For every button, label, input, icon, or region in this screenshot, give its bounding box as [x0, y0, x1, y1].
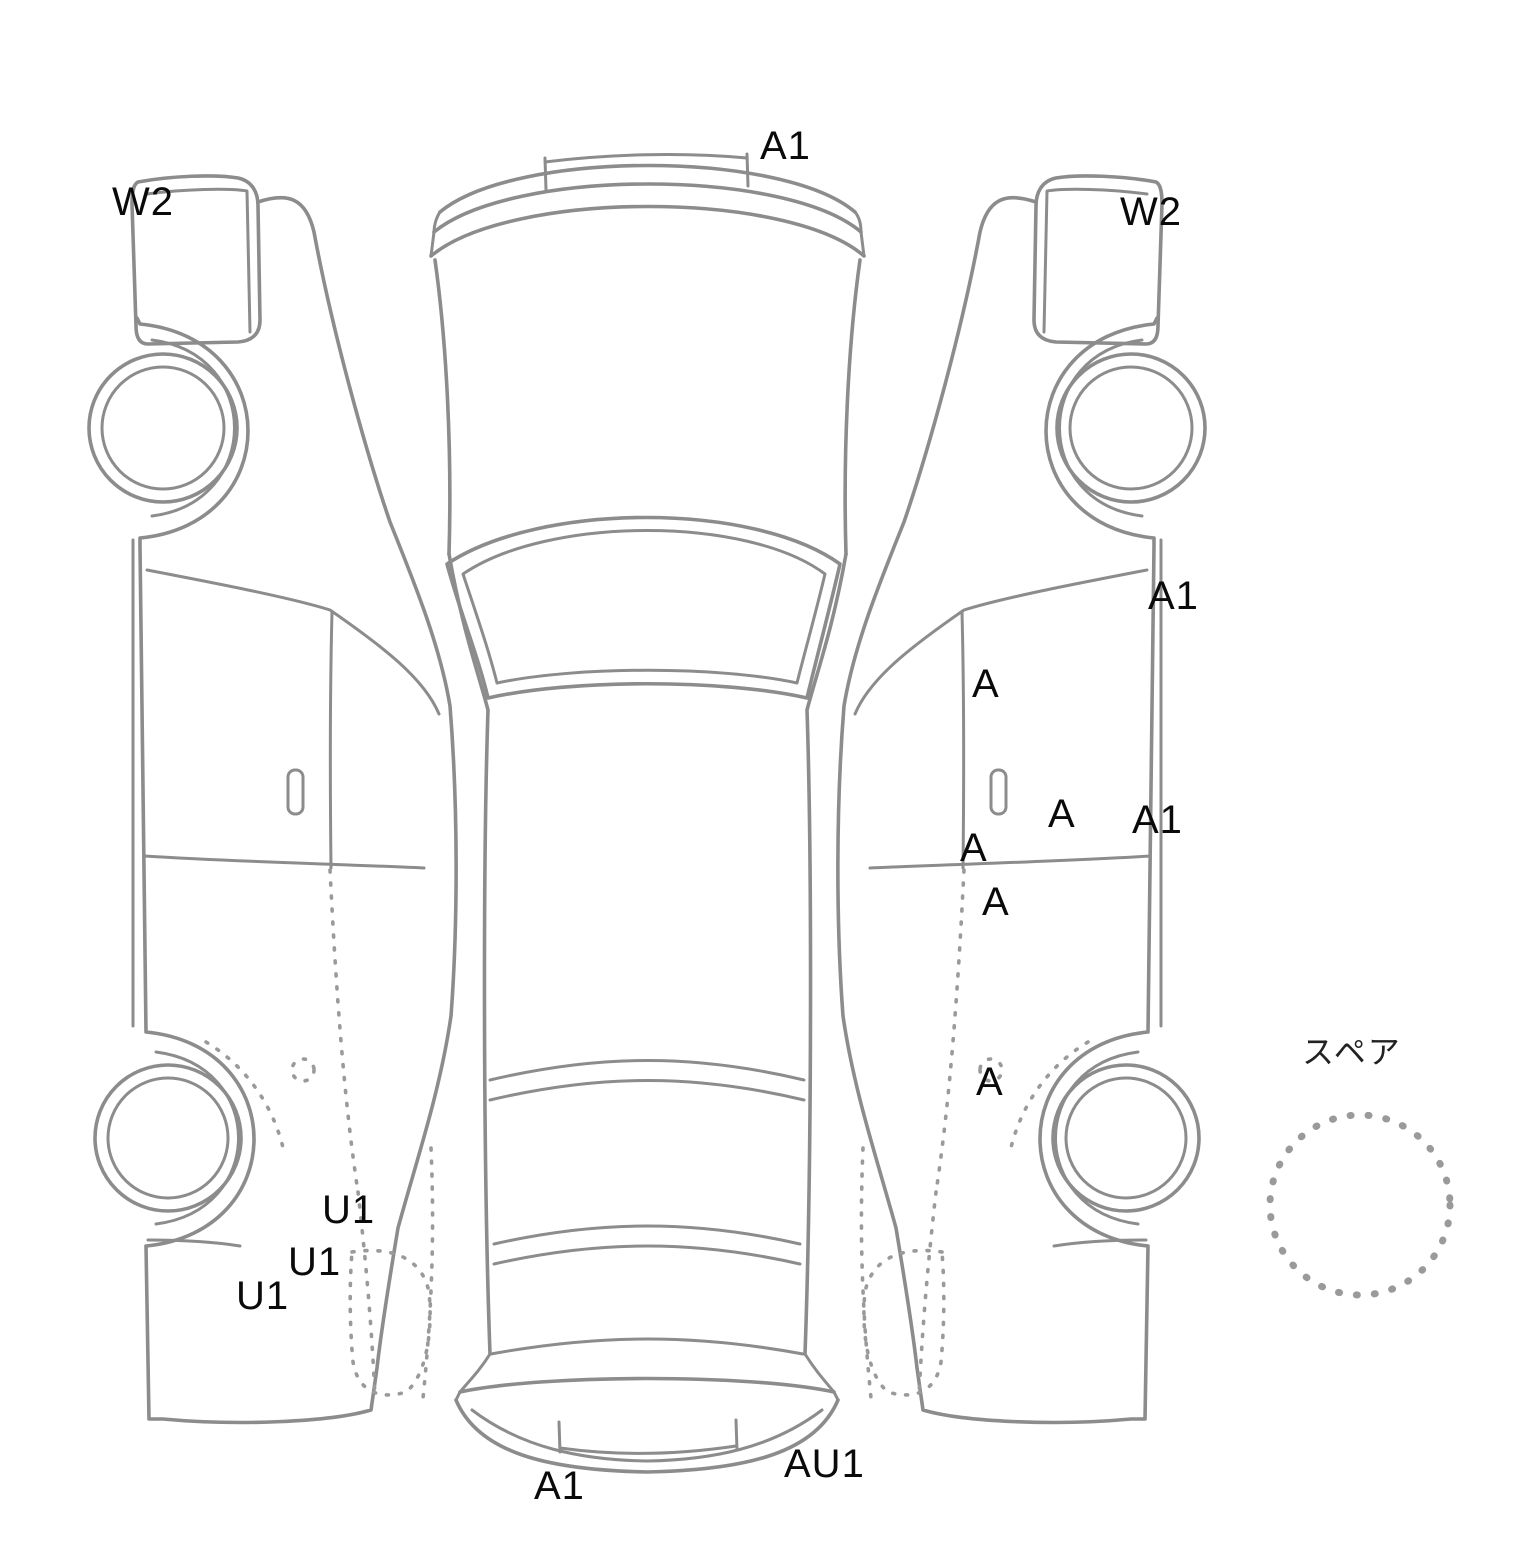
front-bumper-lower-arc	[429, 204, 866, 258]
rear-door-seam-dotted	[328, 868, 360, 1194]
quarter-panel-dotted-zone	[348, 1248, 432, 1397]
spare-tire-label: スペア	[1302, 1034, 1402, 1070]
door-handle	[286, 768, 305, 816]
rear-bumper-top-arc	[458, 1376, 836, 1394]
right-fender-line	[843, 258, 862, 556]
rear-wheel-arch	[154, 1050, 240, 1226]
damage-code-a1-rocker-upper: A1	[1148, 574, 1199, 618]
damage-code-a-door-belt: A	[960, 826, 988, 870]
front-bumper-inner-line	[145, 187, 252, 334]
rear-bumper-outer-arc	[454, 1398, 840, 1474]
front-bumper-end-left	[429, 210, 442, 258]
damage-code-w2-right: W2	[1120, 190, 1182, 234]
damage-code-w2-left: W2	[112, 180, 174, 224]
front-wheel-arch	[150, 338, 236, 518]
rear-bumper-inner-arc	[470, 1408, 824, 1463]
rear-wheel	[93, 1063, 243, 1213]
damage-code-a-door-upper: A	[972, 662, 1000, 706]
rear-wheel-rim	[106, 1076, 230, 1200]
side-body-outline	[135, 195, 458, 1425]
front-bumper-side	[130, 174, 262, 346]
damage-code-a1-rocker-mid: A1	[1132, 798, 1183, 842]
front-wheel-rim	[100, 365, 226, 491]
fender-door-seam	[145, 568, 441, 716]
front-bumper-mid-arc	[432, 182, 863, 234]
rear-plate-arc	[558, 1444, 738, 1455]
top-view	[429, 152, 866, 1474]
front-grille-arc	[543, 153, 749, 164]
damage-code-u1-quarter-mid: U1	[288, 1240, 342, 1284]
rear-window-top-line	[488, 1079, 806, 1102]
windshield-inner-line	[461, 529, 827, 685]
arch-dotted-line	[204, 1040, 286, 1154]
windshield-outline	[445, 515, 842, 700]
damage-code-a-door-lower: A	[982, 880, 1010, 924]
front-wheel	[87, 352, 239, 504]
quarter-seam-dotted	[356, 1190, 377, 1400]
top-view-left-side	[447, 552, 492, 1356]
damage-code-u1-quarter-upper: U1	[322, 1188, 376, 1232]
left-fender-line	[433, 258, 452, 556]
damage-code-a1-front-bumper: A1	[760, 124, 811, 168]
damage-code-au1-rear-right: AU1	[784, 1442, 865, 1486]
top-view-right-side	[803, 552, 848, 1356]
front-bumper-top-arc	[438, 163, 857, 214]
rear-bumper-seam	[146, 1238, 242, 1248]
left-side-view	[87, 174, 458, 1425]
spare-tire	[1266, 1111, 1454, 1299]
trunk-rear-line	[489, 1337, 805, 1356]
damage-code-u1-rear-bumper: U1	[236, 1274, 290, 1318]
fuel-lid-dotted	[290, 1057, 316, 1083]
trunk-seam-dotted	[421, 1146, 435, 1400]
trunk-front-line	[492, 1244, 802, 1266]
door-beltline	[328, 610, 334, 870]
damage-code-a-door-mid: A	[1048, 792, 1076, 836]
b-pillar-seam	[142, 854, 426, 870]
spare-tire-dotted-circle	[1266, 1111, 1454, 1299]
damage-code-a1-rear-left: A1	[534, 1464, 585, 1508]
rear-window-bottom-line	[492, 1224, 802, 1246]
front-bumper-end-right	[853, 210, 866, 258]
damage-code-a-quarter: A	[976, 1060, 1004, 1104]
roof-rear-edge-line	[488, 1059, 806, 1082]
